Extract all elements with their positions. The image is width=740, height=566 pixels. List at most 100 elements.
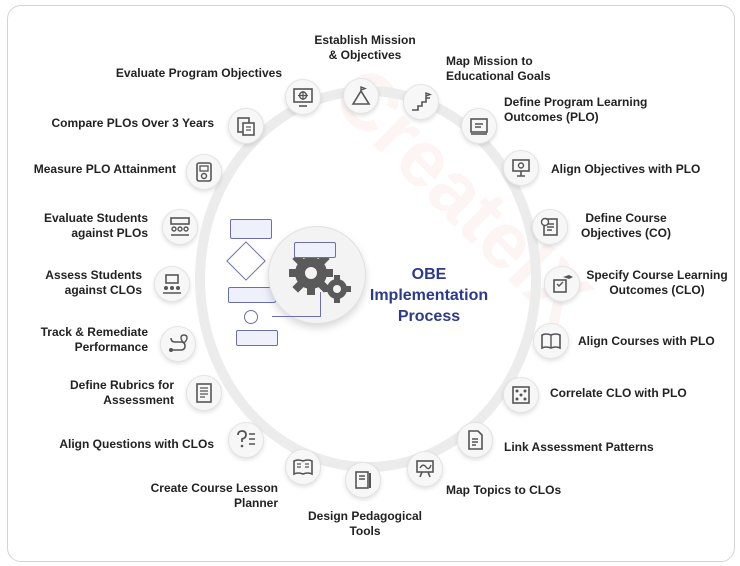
step-node [503,150,539,186]
step-node [533,323,569,359]
open-book-icon [541,333,561,350]
calendar-documents-icon [237,117,255,136]
label-line: & Objectives [328,48,402,62]
target-screen-icon [293,88,313,107]
flowchart-node [244,310,258,324]
label-line: against CLOs [64,283,142,297]
route-pin-icon [169,334,188,352]
step-node [186,375,222,411]
label-establish-mission: Establish Mission& Objectives [302,33,428,63]
checklist-target-icon [540,217,558,236]
label-line: Evaluate Program Objectives [115,66,282,80]
label-line: Track & Remediate [40,325,148,339]
label-evaluate-program: Evaluate Program Objectives [90,66,282,81]
rubric-document-icon [196,383,212,403]
lesson-book-icon [293,459,313,476]
grid-matrix-icon [512,386,530,404]
question-list-icon [237,430,255,448]
label-correlate-clo: Correlate CLO with PLO [550,386,687,401]
flowchart-box [230,219,272,239]
step-node [461,108,497,144]
label-line: Align Questions with CLOs [59,437,214,451]
document-flow-icon [468,430,483,450]
label-line: Performance [74,340,148,354]
title-line-1: OBE Implementation [369,266,489,304]
label-line: Define Program Learning [504,95,648,109]
flowchart-box [236,330,278,346]
flowchart-connector [272,292,321,317]
label-compare-plos: Compare PLOs Over 3 Years [40,116,214,131]
mountain-flag-icon [351,85,371,105]
label-line: Measure PLO Attainment [33,162,176,176]
step-node [407,451,443,487]
label-line: Design Pedagogical [307,509,423,523]
graduation-checklist-icon [553,275,573,293]
step-node [457,422,493,458]
step-node [343,78,379,114]
label-line: Correlate CLO with PLO [550,386,687,400]
label-line: Map Mission to [446,54,533,68]
label-link-assessment: Link Assessment Patterns [504,440,654,455]
label-map-topics: Map Topics to CLOs [446,483,561,498]
classroom-board-icon [163,274,181,294]
step-node [285,449,321,485]
label-line: Assess Students [45,268,142,282]
step-node [228,422,264,458]
label-line: Compare PLOs Over 3 Years [51,116,214,130]
label-line: Educational Goals [446,69,551,83]
step-node [162,209,198,245]
step-node [503,377,539,413]
step-node [345,462,381,498]
label-line: Establish Mission [314,33,416,47]
label-line: Map Topics to CLOs [446,483,562,497]
label-line: Outcomes (PLO) [504,110,599,124]
flowchart-box [294,242,336,258]
teaching-board-icon [416,460,434,478]
label-measure-plo: Measure PLO Attainment [20,162,176,177]
label-align-questions: Align Questions with CLOs [50,437,214,452]
label-align-courses: Align Courses with PLO [578,334,715,349]
step-node [532,209,568,245]
stairs-flag-icon [412,91,432,111]
step-node [186,154,222,190]
label-line: Planner [233,496,278,510]
title-line-2: Process [397,308,461,325]
label-line: Define Rubrics for [69,378,174,392]
label-line: Assessment [103,393,174,407]
gears-icon [289,251,351,303]
step-node [228,108,264,144]
label-line: Define Course [585,211,667,225]
group-evaluation-icon [170,217,190,236]
label-line: Objectives (CO) [580,226,672,240]
step-node [154,266,190,302]
presentation-board-icon [512,159,530,177]
label-line: Create Course Lesson [150,481,278,495]
label-line: Align Courses with PLO [578,334,715,348]
diagram-title: OBE Implementation Process [362,264,496,327]
label-line: Outcomes (CLO) [609,283,705,297]
step-node [544,266,580,302]
label-line: Evaluate Students [43,211,148,225]
tools-document-icon [355,471,371,489]
step-node [403,84,439,120]
label-line: Specify Course Learning [586,268,728,282]
label-align-objectives: Align Objectives with PLO [551,162,700,177]
label-line: Tools [349,524,381,538]
meter-device-icon [196,162,212,182]
label-line: Align Objectives with PLO [551,162,701,176]
label-line: against PLOs [71,226,148,240]
book-presentation-icon [470,118,488,135]
step-node [160,326,196,362]
label-line: Link Assessment Patterns [504,440,654,454]
step-node [285,79,321,115]
